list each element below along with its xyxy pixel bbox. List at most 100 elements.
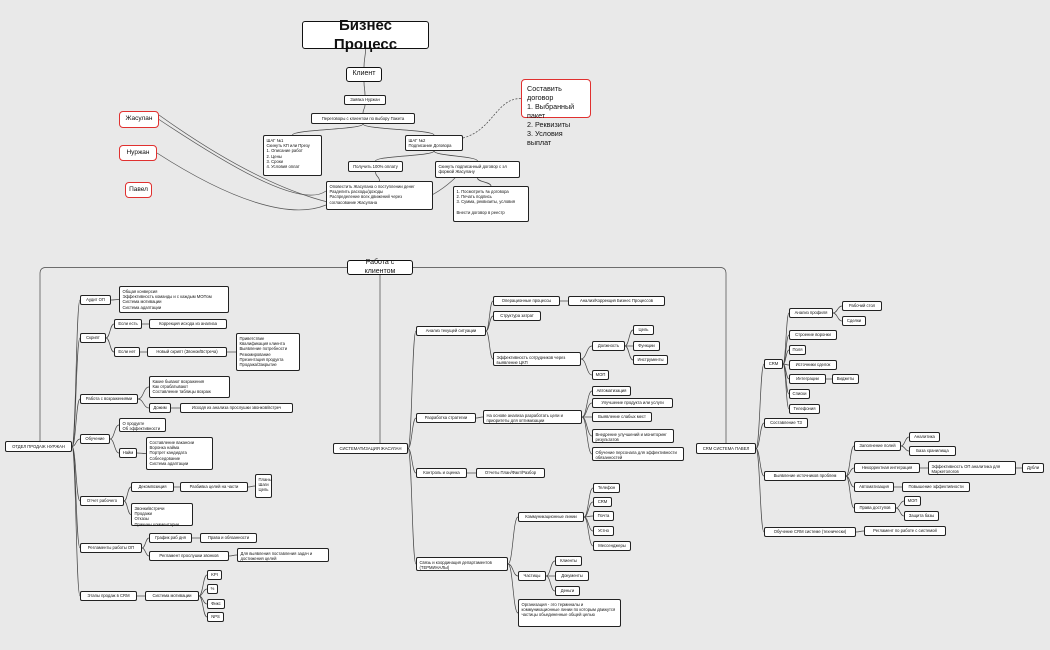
title-node[interactable]: Бизнес Процесс bbox=[302, 17, 429, 53]
crm-reg-node[interactable]: Регламент по работе с системой bbox=[864, 526, 946, 536]
duplicates-node[interactable]: Дубли bbox=[1022, 463, 1044, 473]
training-node[interactable]: Обучение bbox=[80, 434, 110, 444]
sales-root-node[interactable]: ОТДЕЛ ПРОДАЖ НУРЖАН bbox=[5, 441, 72, 452]
hire-items-node[interactable]: Составление вакансии Воронка найма Портр… bbox=[146, 437, 213, 470]
efficiency-node[interactable]: Эффективность сотрудников через выявлени… bbox=[493, 352, 581, 366]
report-items-node[interactable]: Звонки/встречи Продажи Отказы Причины ко… bbox=[131, 503, 193, 527]
desk-node[interactable]: Рабочий стол bbox=[842, 301, 882, 311]
strategy-node[interactable]: Разработка стратегии bbox=[416, 413, 476, 423]
nps-node[interactable]: NPS bbox=[207, 612, 224, 622]
reports-node[interactable]: Отчеты План/Факт/Разбор bbox=[476, 468, 545, 478]
decomposition-node[interactable]: Декомпозиция bbox=[131, 482, 174, 492]
regulations-node[interactable]: Регламенты работы ОП bbox=[80, 543, 142, 553]
hire-node[interactable]: Найм bbox=[119, 448, 137, 458]
weak-spots-node[interactable]: Выявление слабых мест bbox=[592, 412, 652, 422]
breakdown-node[interactable]: Разбивка целей на части bbox=[180, 482, 248, 492]
messengers-node[interactable]: Мессенджеры bbox=[593, 541, 631, 551]
profile-node[interactable]: Анализ профиля bbox=[789, 308, 833, 318]
compose-contract-node[interactable]: Составить договор 1. Выбранный пакет 2. … bbox=[521, 79, 591, 147]
crm-root-node[interactable]: CRM СИСТЕМА ПАВЕЛ bbox=[696, 443, 756, 454]
kpi-node[interactable]: KPI bbox=[207, 570, 222, 580]
deals-node[interactable]: Сделки bbox=[842, 316, 866, 326]
tools-node[interactable]: Инструменты bbox=[633, 355, 668, 365]
request-node[interactable]: Заявка Нуржан bbox=[344, 95, 386, 105]
zhasulan-node[interactable]: Жасулан bbox=[119, 111, 159, 128]
analysis-node[interactable]: Анализ текущей ситуации bbox=[416, 326, 486, 336]
script-node[interactable]: Скрипт bbox=[80, 333, 106, 343]
audit-items-node[interactable]: Общая конверсия Эффективность команды и … bbox=[119, 286, 229, 313]
auto-crm-node[interactable]: Автоматизация bbox=[854, 482, 894, 492]
strategy-desc-node[interactable]: На основе анализа разработать цели и при… bbox=[483, 410, 582, 424]
work-with-client-node[interactable]: Работа с клиентом bbox=[347, 259, 413, 275]
sys-root-node[interactable]: СИСТЕМАТИЗАЦИЯ ЖАСУЛАН bbox=[333, 443, 408, 454]
funnel-node[interactable]: Строение воронки bbox=[789, 330, 837, 340]
crm-sys-node[interactable]: CRM bbox=[593, 497, 612, 507]
ops-node[interactable]: Операционные процессы bbox=[493, 296, 560, 306]
call-reg-node[interactable]: Регламент прослушки звонков bbox=[149, 551, 229, 561]
percent-node[interactable]: % bbox=[207, 584, 218, 594]
lists-node[interactable]: Списки bbox=[789, 389, 810, 399]
fix-node[interactable]: Фикс bbox=[207, 599, 225, 609]
motivation-node[interactable]: Система мотивации bbox=[145, 591, 199, 601]
objection-types-node[interactable]: Какие бывают возражения Как отрабатывают… bbox=[149, 376, 230, 398]
then-node[interactable]: Дожим bbox=[149, 403, 171, 413]
money-node[interactable]: Деньги bbox=[555, 586, 580, 596]
plans-node[interactable]: Планы Шаги Цель bbox=[255, 474, 272, 498]
contract-steps-node[interactable]: 1. Посмотреть № договора 2. Печать подпи… bbox=[453, 186, 529, 222]
functions-node[interactable]: Функции bbox=[633, 341, 660, 351]
tz-node[interactable]: Составление ТЗ bbox=[764, 418, 808, 428]
schedule-node[interactable]: График раб дня bbox=[149, 533, 192, 543]
bp-analysis-node[interactable]: Анализ/Коррекция Бизнес Процессов bbox=[568, 296, 665, 306]
mkt-effect-node[interactable]: Эффективность ОП аналитика для Маркетоло… bbox=[928, 461, 1016, 475]
crm-training-node[interactable]: Обучение CRM системе (технически) bbox=[764, 527, 856, 537]
negotiation-node[interactable]: Переговоры с клиентом по выбору Пакета bbox=[311, 113, 415, 124]
nurzhan-node[interactable]: Нуржан bbox=[119, 145, 157, 161]
mop-node[interactable]: МОП bbox=[592, 370, 609, 380]
script-steps-node[interactable]: Приветствие Квалификация клиента Выявлен… bbox=[236, 333, 300, 371]
fields-node[interactable]: Поля bbox=[789, 345, 806, 355]
improve-product-node[interactable]: Улучшение продукта или услуги bbox=[592, 398, 673, 408]
access-node[interactable]: Права доступов bbox=[854, 503, 896, 513]
wrong-integration-node[interactable]: Некорректная интеграция bbox=[854, 463, 920, 473]
crm-node[interactable]: CRM bbox=[764, 359, 783, 369]
telephony-node[interactable]: Телефония bbox=[789, 404, 820, 414]
stages-node[interactable]: Этапы продаж в CRM bbox=[80, 591, 137, 601]
mail-node[interactable]: Почта bbox=[593, 511, 614, 521]
audit-node[interactable]: Аудит ОП bbox=[80, 295, 111, 305]
call-reg-goal-node[interactable]: Для выявления поставления задач и достиж… bbox=[237, 548, 329, 562]
integrations-node[interactable]: Интеграции bbox=[789, 374, 826, 384]
automation-node[interactable]: Автоматизация bbox=[592, 386, 631, 396]
client-node[interactable]: Клиент bbox=[346, 67, 382, 82]
new-script-node[interactable]: Новый скрипт (Звонок/Встреча) bbox=[147, 347, 227, 357]
if-not-node[interactable]: Если нет bbox=[114, 347, 140, 357]
step2-node[interactable]: ШАГ №2 Подписание Договора bbox=[405, 135, 463, 151]
implement-node[interactable]: Внедрение улучшений и мониторинг результ… bbox=[592, 429, 674, 443]
access-mop-node[interactable]: МОП bbox=[904, 496, 921, 506]
documents-node[interactable]: Документы bbox=[555, 571, 589, 581]
about-product-node[interactable]: О продукте Об эффективности bbox=[119, 418, 166, 432]
costs-node[interactable]: Структура затрат bbox=[493, 311, 541, 321]
sources-node[interactable]: Источники сделок bbox=[789, 360, 837, 370]
control-node[interactable]: Контроль и оценка bbox=[416, 468, 467, 478]
from-analysis-node[interactable]: Исходя из анализа прослушки звонков/встр… bbox=[180, 403, 293, 413]
report-node[interactable]: Отчет рабочего bbox=[80, 496, 124, 506]
rights-node[interactable]: Права и обязанности bbox=[200, 533, 257, 543]
phone-node[interactable]: Телефон bbox=[593, 483, 620, 493]
position-node[interactable]: Должность bbox=[592, 341, 625, 351]
fill-fields-node[interactable]: Заполнение полей bbox=[854, 441, 901, 451]
objections-node[interactable]: Работа с возражениями bbox=[80, 394, 138, 404]
protect-node[interactable]: Защита базы bbox=[904, 511, 939, 521]
base-node[interactable]: База хранилища bbox=[909, 446, 956, 456]
correction-node[interactable]: Коррекция исхода из анализа bbox=[149, 319, 227, 329]
clients-node[interactable]: Клиенты bbox=[555, 556, 582, 566]
analytics-node[interactable]: Аналитика bbox=[909, 432, 940, 442]
problems-node[interactable]: Выявление источников проблем bbox=[764, 471, 846, 481]
oral-node[interactable]: Устно bbox=[593, 526, 614, 536]
pavel-node[interactable]: Павел bbox=[125, 182, 152, 198]
increase-node[interactable]: Повышение эффективности bbox=[902, 482, 970, 492]
org-node[interactable]: Организация - это терминалы и коммуникац… bbox=[518, 599, 621, 627]
if-exists-node[interactable]: Если есть bbox=[114, 319, 142, 329]
widgets-node[interactable]: Виджеты bbox=[832, 374, 859, 384]
send-signed-node[interactable]: Скинуть подписанный договор с эл формой … bbox=[435, 161, 520, 178]
staff-training-node[interactable]: Обучение персонала для эффективности обя… bbox=[592, 447, 684, 461]
